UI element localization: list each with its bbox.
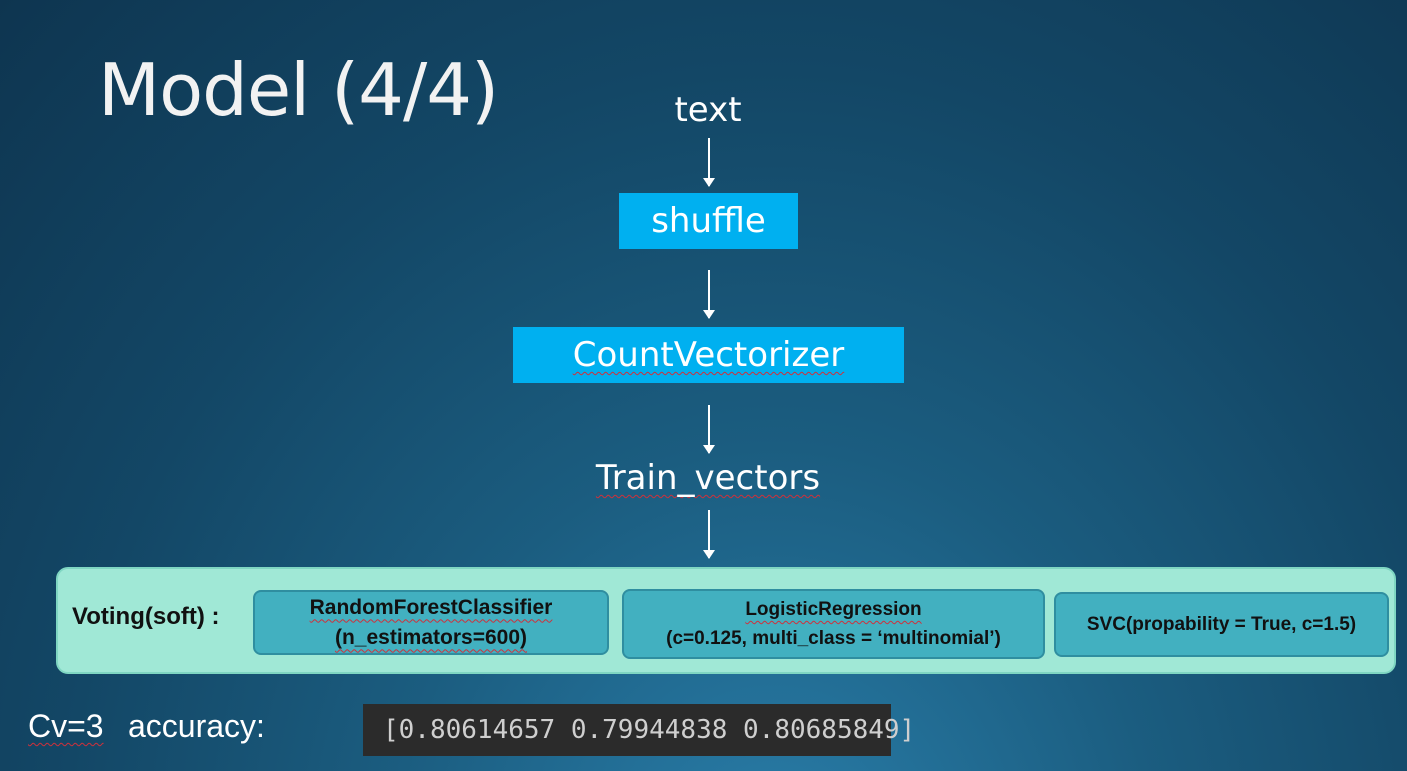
accuracy-scores-text: [0.80614657 0.79944838 0.80685849]: [383, 715, 916, 745]
svc-label: SVC(propability = True, c=1.5): [1086, 613, 1357, 635]
random-forest-name: RandomForestClassifier: [309, 595, 553, 619]
logistic-regression-name: LogisticRegression: [745, 599, 922, 620]
train-vectors-label: Train_vectors: [558, 458, 858, 498]
logistic-regression-box: LogisticRegression (c=0.125, multi_class…: [622, 589, 1045, 659]
random-forest-box: RandomForestClassifier (n_estimators=600…: [253, 590, 609, 655]
arrow-down-icon: [703, 270, 715, 319]
cv-value: Cv=3: [28, 708, 104, 744]
train-vectors-text: Train_vectors: [595, 458, 821, 498]
logistic-regression-params: (c=0.125, multi_class = ‘multinomial’): [666, 628, 1001, 649]
slide-title: Model (4/4): [98, 48, 499, 132]
svc-box: SVC(propability = True, c=1.5): [1054, 592, 1389, 657]
arrow-down-icon: [703, 405, 715, 454]
accuracy-label: accuracy:: [128, 708, 265, 744]
countvectorizer-step-label: CountVectorizer: [572, 335, 845, 375]
voting-label: Voting(soft) :: [72, 603, 220, 630]
arrow-down-icon: [703, 510, 715, 559]
shuffle-step-box: shuffle: [619, 193, 798, 249]
countvectorizer-step-box: CountVectorizer: [513, 327, 904, 383]
shuffle-step-label: shuffle: [651, 201, 766, 241]
random-forest-params: (n_estimators=600): [334, 625, 527, 649]
cv-label: Cv=3: [28, 708, 104, 745]
arrow-down-icon: [703, 138, 715, 187]
input-text-label: text: [674, 90, 742, 130]
accuracy-scores-output: [0.80614657 0.79944838 0.80685849]: [363, 704, 915, 756]
